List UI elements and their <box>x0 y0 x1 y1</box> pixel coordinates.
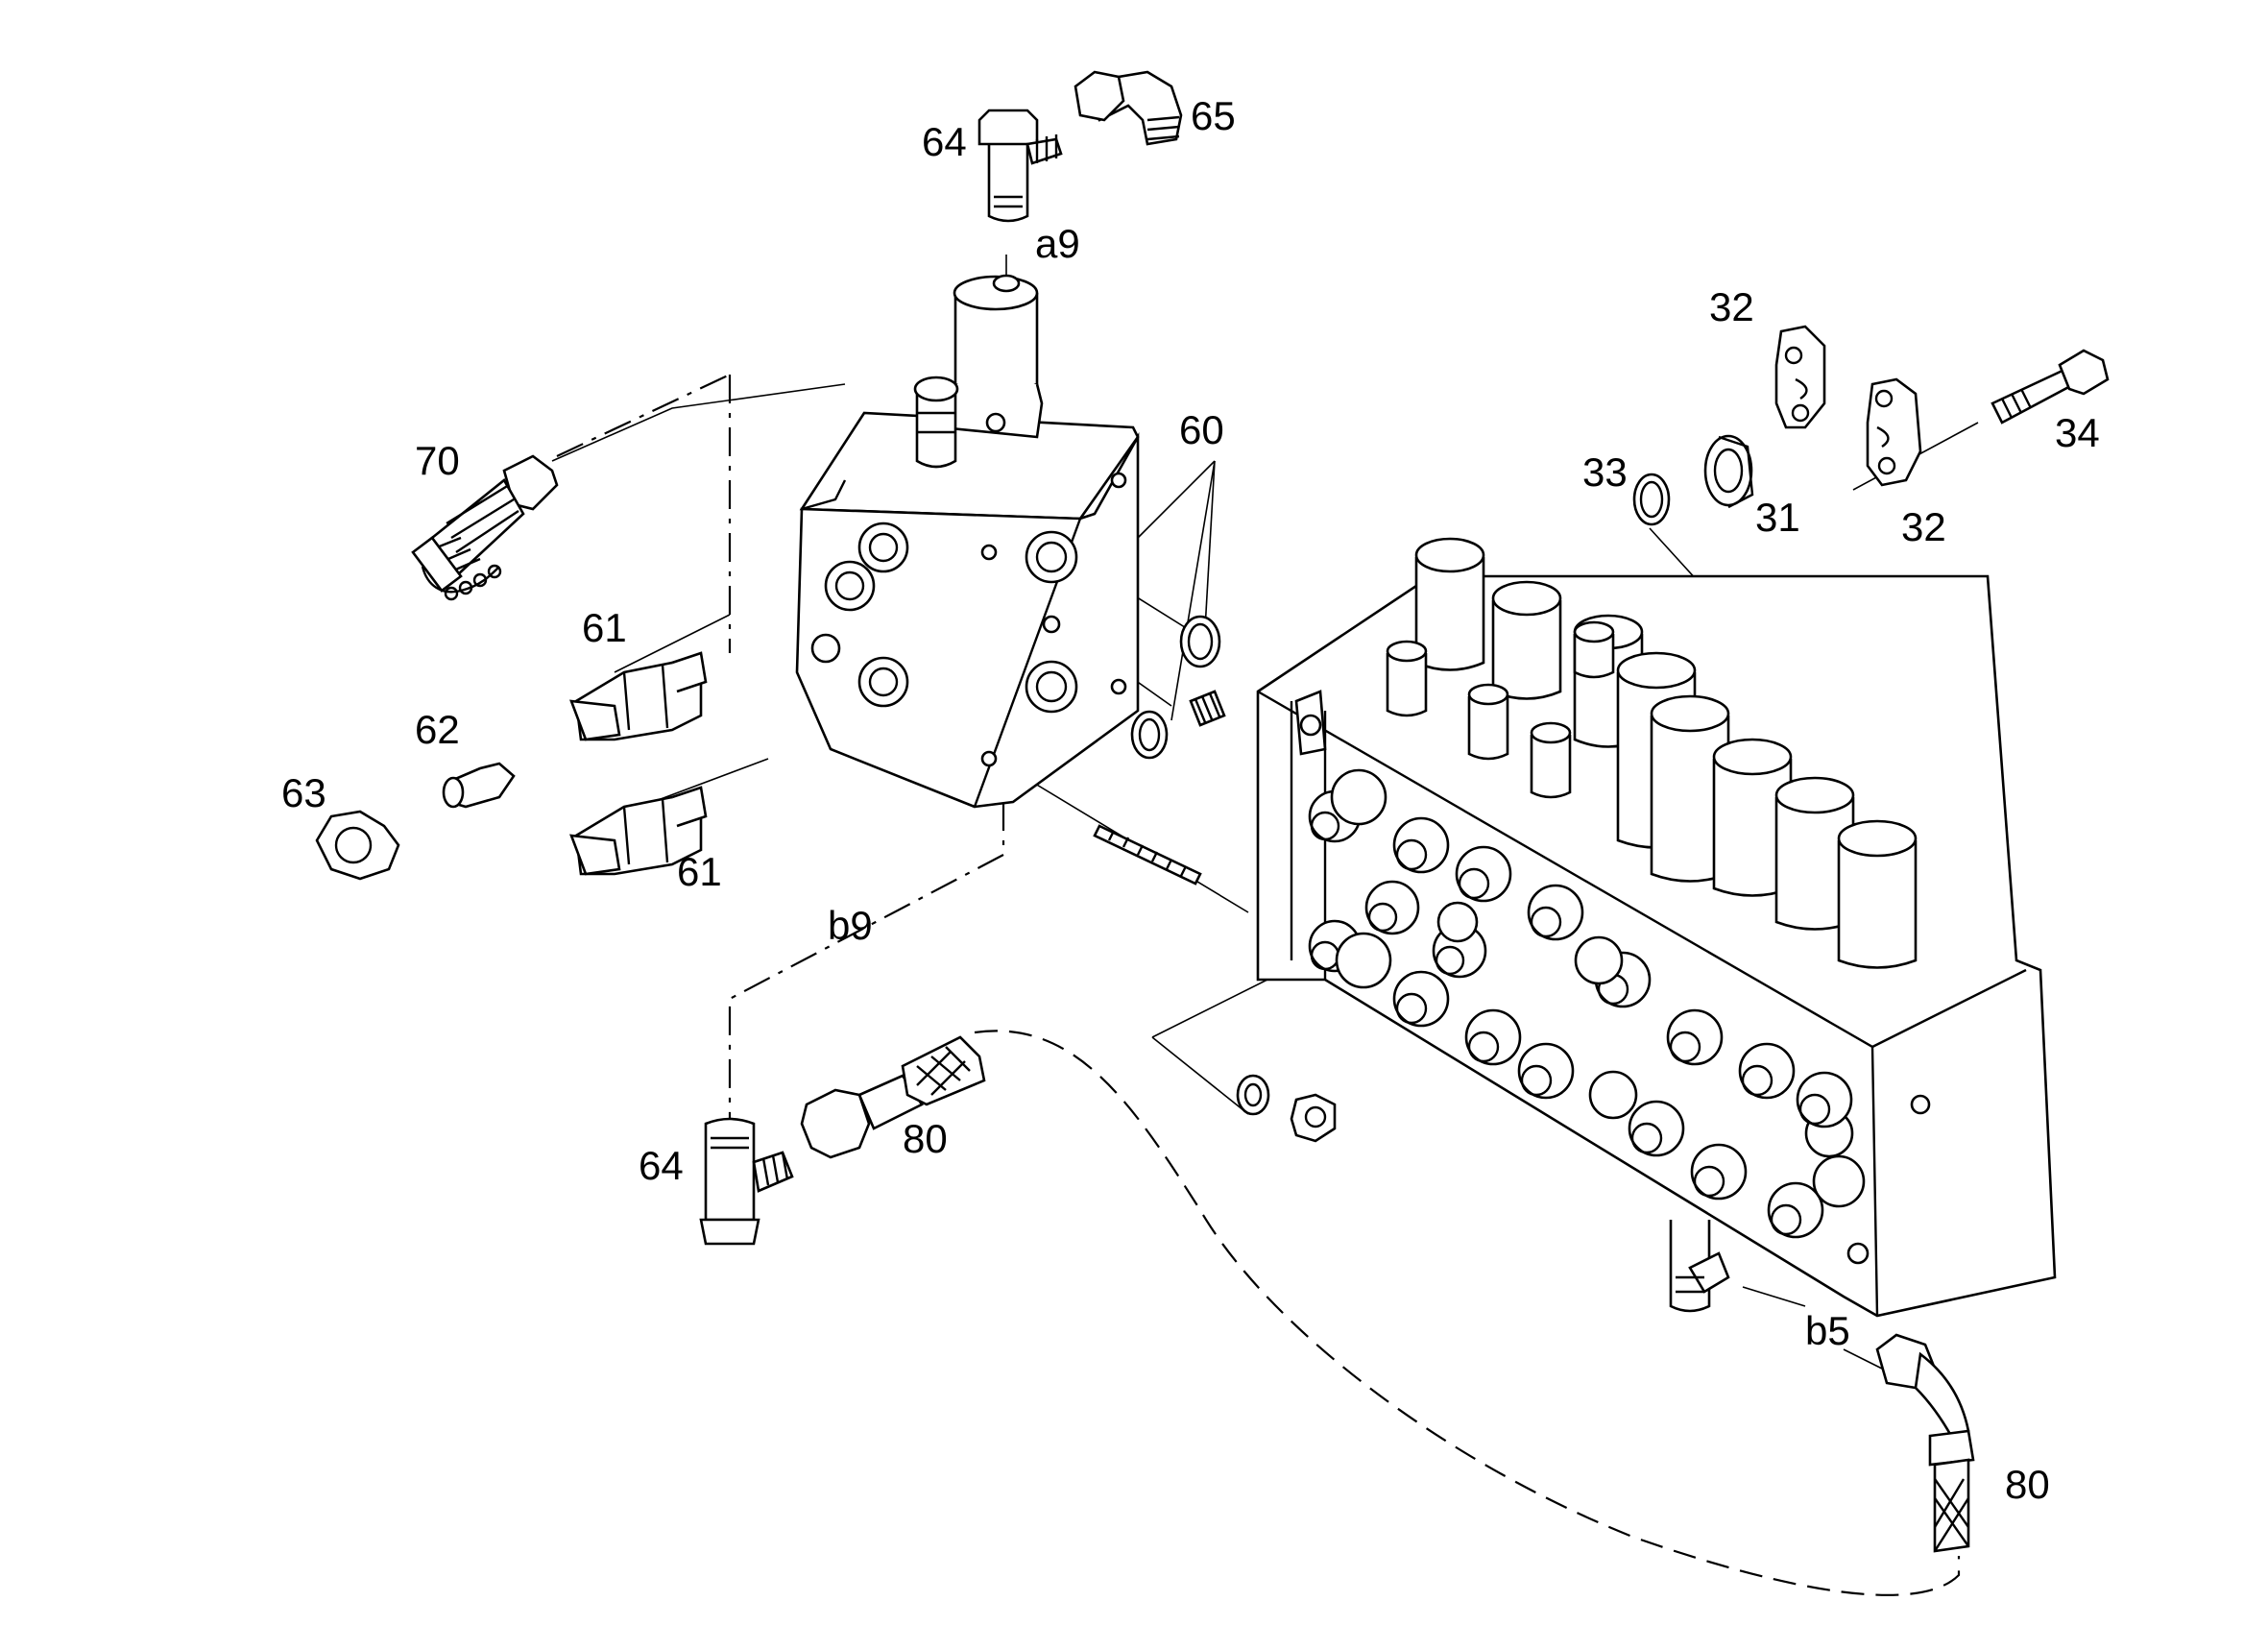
top-plug-2 <box>1467 683 1509 761</box>
callout-64-top: 64 <box>922 119 967 164</box>
callout-62: 62 <box>415 707 460 752</box>
bolt-34 <box>1991 349 2110 425</box>
block-port-4 <box>810 633 841 664</box>
callout-64-bottom: 64 <box>639 1143 684 1188</box>
flange-32-bottom <box>1866 377 1922 487</box>
callout-31: 31 <box>1755 495 1800 540</box>
hose-80-right <box>1875 1333 1975 1553</box>
callout-61-upper: 61 <box>582 605 627 650</box>
tee-fitting-64-bottom <box>699 1117 794 1246</box>
top-plug-1 <box>1386 640 1428 717</box>
connection-lines <box>556 255 1961 1596</box>
tie-rod <box>1093 824 1202 886</box>
callout-34: 34 <box>2055 410 2100 455</box>
solenoid-8 <box>1837 819 1918 969</box>
oring-60-b <box>1130 710 1169 760</box>
nut-63 <box>315 810 400 881</box>
solenoid-6 <box>1712 738 1793 897</box>
solenoid-2 <box>1491 580 1562 700</box>
callout-32-top: 32 <box>1709 284 1754 329</box>
block-port-5 <box>1025 530 1078 584</box>
elbow-65 <box>1074 70 1183 146</box>
fitting-64-top <box>977 109 1063 223</box>
callout-32-bottom: 32 <box>1901 504 1946 549</box>
flange-31 <box>1703 434 1754 509</box>
plug-62 <box>442 762 516 809</box>
block-port-1 <box>857 522 909 573</box>
block-port-6 <box>1025 660 1078 714</box>
main-valve-bank <box>1256 537 2057 1318</box>
washer <box>1236 1074 1270 1116</box>
nut <box>1290 1093 1337 1143</box>
oring-60-a <box>1179 615 1221 668</box>
solenoid-1 <box>1414 537 1485 671</box>
quick-coupling-70 <box>411 454 559 601</box>
fitting-61-upper <box>569 651 708 741</box>
block-port-2 <box>824 560 876 612</box>
callout-b9: b9 <box>828 903 873 948</box>
callout-60: 60 <box>1179 407 1224 452</box>
hose-80-left <box>800 1035 986 1159</box>
callout-labels: 64 65 a9 70 60 61 62 63 61 b9 64 80 32 3… <box>281 93 2100 1507</box>
valve-block <box>795 274 1140 809</box>
callout-61-lower: 61 <box>677 849 722 894</box>
callout-80-left: 80 <box>903 1116 948 1161</box>
callout-70: 70 <box>415 438 460 483</box>
oring-33 <box>1632 473 1671 526</box>
callout-33: 33 <box>1582 449 1628 495</box>
callout-80-right: 80 <box>2005 1462 2050 1507</box>
callout-a9: a9 <box>1035 221 1080 266</box>
top-plug-4 <box>1573 620 1615 679</box>
callout-b5: b5 <box>1805 1308 1850 1353</box>
callout-65: 65 <box>1191 93 1236 138</box>
flange-32-top <box>1774 325 1826 429</box>
callout-63: 63 <box>281 770 326 815</box>
block-port-3 <box>857 656 909 708</box>
insert-60 <box>1189 690 1226 727</box>
fitting-61-lower <box>569 786 708 876</box>
top-plug-3 <box>1530 721 1572 799</box>
front-hex-plugs <box>1308 768 1866 1239</box>
